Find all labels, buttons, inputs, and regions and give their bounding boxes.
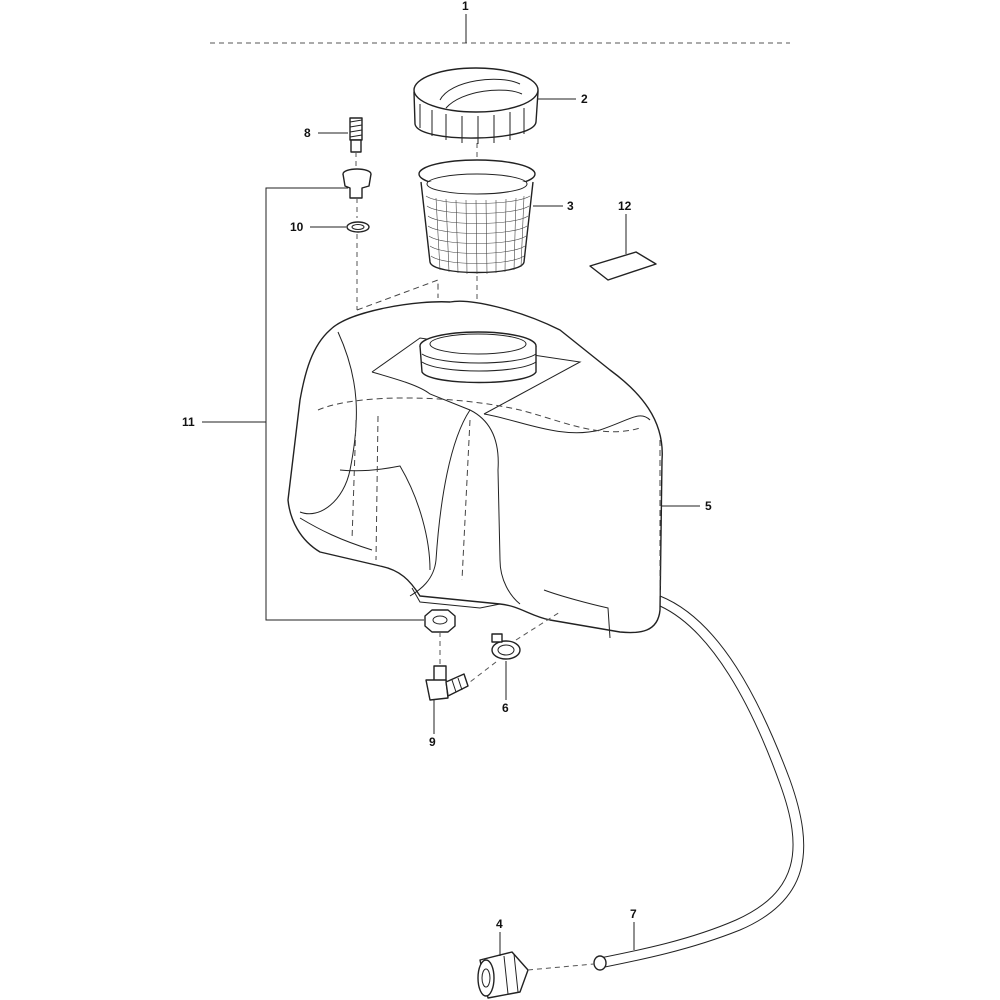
callout-9[interactable]: 9 [429, 735, 436, 749]
callout-3-leader: 3 [533, 199, 574, 213]
callout-5-leader: 5 [662, 499, 712, 513]
callout-10[interactable]: 10 [290, 220, 304, 234]
part-3-strainer[interactable] [418, 159, 536, 330]
part-7-water-hose[interactable]: 7 [593, 595, 805, 971]
vent-fitting[interactable] [342, 168, 372, 218]
part-8-vent-screw[interactable] [349, 117, 363, 168]
assembly-11-bracket: 11 [182, 187, 424, 621]
part-6-hose-clamp[interactable]: 6 [469, 611, 561, 715]
callout-3[interactable]: 3 [567, 199, 574, 213]
callout-2-leader: 2 [538, 92, 588, 106]
part-5-water-tank[interactable] [287, 300, 663, 639]
part-2-tank-cap[interactable] [413, 67, 539, 162]
callout-6[interactable]: 6 [502, 701, 509, 715]
tank-nut[interactable] [424, 609, 456, 668]
callout-4[interactable]: 4 [496, 917, 503, 931]
callout-8-leader: 8 [304, 126, 348, 140]
part-12-decal[interactable]: 12 [589, 199, 657, 281]
callout-1[interactable]: 1 [462, 0, 469, 13]
callout-12[interactable]: 12 [618, 199, 632, 213]
callout-8[interactable]: 8 [304, 126, 311, 140]
callout-5[interactable]: 5 [705, 499, 712, 513]
callout-11[interactable]: 11 [182, 415, 195, 429]
part-10-o-ring[interactable] [346, 221, 370, 310]
assembly-header: 1 [210, 0, 790, 44]
callout-2[interactable]: 2 [581, 92, 588, 106]
callout-10-leader: 10 [290, 220, 346, 234]
part-4-coupling[interactable]: 4 [477, 917, 595, 999]
part-9-elbow-fitting[interactable]: 9 [425, 665, 469, 749]
callout-7[interactable]: 7 [630, 907, 637, 921]
